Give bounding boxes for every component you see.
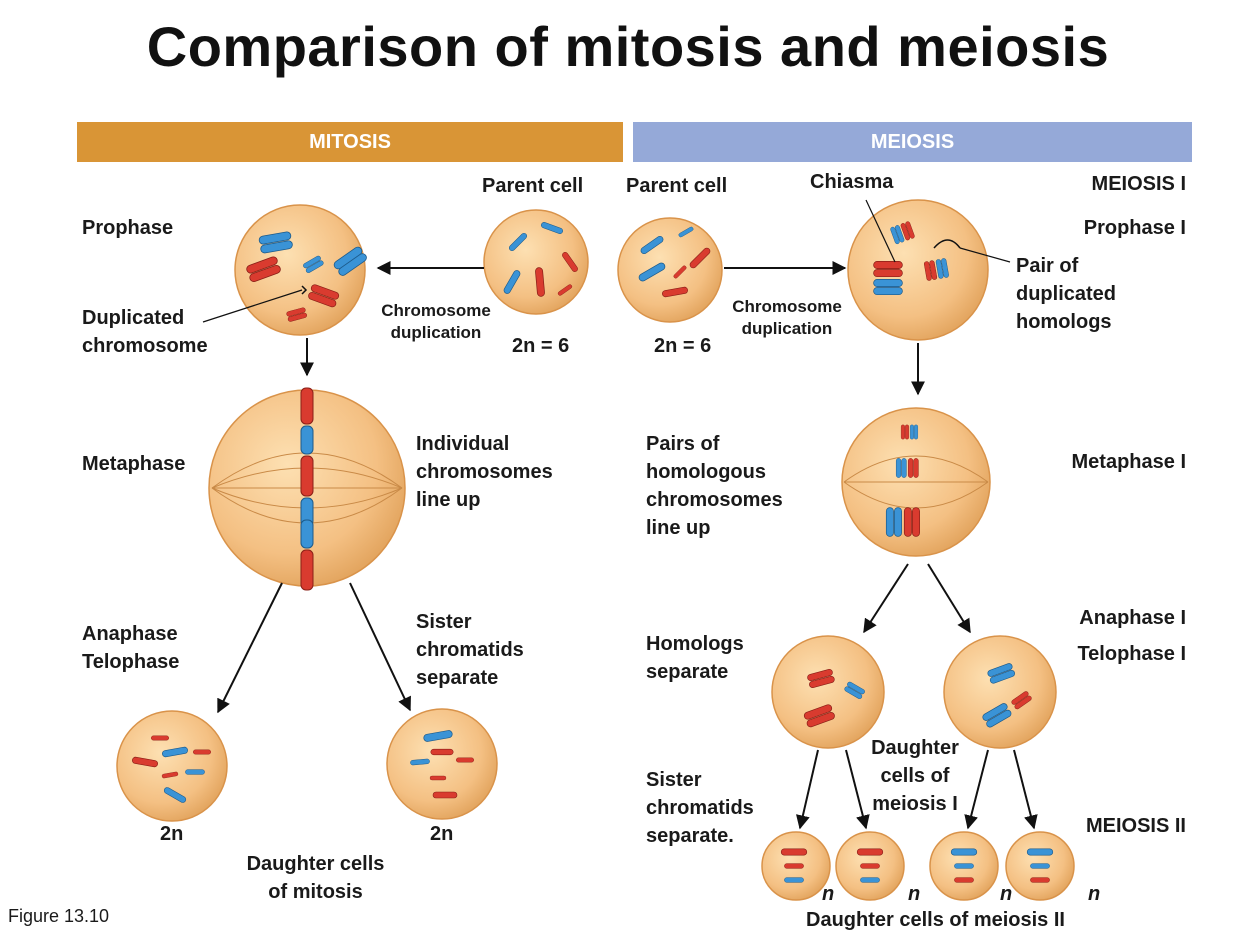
meiosis-one-daughter-left <box>771 635 885 749</box>
sister-chromatids-label: Sister chromatids separate <box>416 611 524 689</box>
page-title: Comparison of mitosis and meiosis <box>146 15 1110 78</box>
anaphase-one-label: Anaphase I <box>1079 607 1186 629</box>
mitosis-right-arrow <box>349 582 411 712</box>
anaphase-telophase-label: Anaphase Telophase <box>82 623 180 673</box>
homologs-separate-label: Homologs separate <box>646 633 744 683</box>
pairs-line-up-label: Pairs of homologous chromosomes line up <box>646 433 783 539</box>
daughter-meiosis-one-label: Daughter cells of meiosis I <box>871 737 959 815</box>
prophase-one-label: Prophase I <box>1083 217 1186 239</box>
meiosis-two-daughter-2 <box>835 831 905 901</box>
haploid-label-2: n <box>908 883 921 905</box>
individual-line-up-label: Individual chromosomes line up <box>416 433 553 511</box>
duplicated-pointer <box>202 289 303 323</box>
mitosis-banner: MITOSIS <box>77 122 623 162</box>
meiosis-two-arrow-2 <box>845 749 870 830</box>
mitosis-ploidy-label: 2n = 6 <box>512 335 570 357</box>
mitosis-daughter-cell-left <box>116 710 228 822</box>
mitosis-parent-cell <box>483 209 589 315</box>
meiosis-two-arrow-3 <box>964 749 989 830</box>
meiosis-banner: MEIOSIS <box>633 122 1192 162</box>
pair-homologs-label: Pair of duplicated homologs <box>1016 255 1117 333</box>
mitosis-metaphase-cell <box>208 387 406 591</box>
meiosis-two-heading: MEIOSIS II <box>1085 815 1186 837</box>
homolog-bracket <box>933 239 961 249</box>
mitosis-prophase-cell <box>234 204 369 336</box>
metaphase-label: Metaphase <box>82 453 186 475</box>
meiosis-chromosome-duplication-label: Chromosome duplication <box>732 297 842 338</box>
meiosis-parent-cell-label: Parent cell <box>626 175 728 197</box>
figure-label: Figure 13.10 <box>8 906 110 926</box>
mitosis-daughter-cell-right <box>386 708 498 820</box>
meiosis-prophase-cell <box>847 199 989 341</box>
chiasma-label: Chiasma <box>810 171 894 193</box>
mitosis-chromosome-duplication-label: Chromosome duplication <box>381 301 491 342</box>
daughter-ploidy-left: 2n <box>160 823 184 845</box>
meiosis-two-arrow-1 <box>796 749 819 830</box>
meiosis-one-heading: MEIOSIS I <box>1091 173 1186 195</box>
haploid-label-4: n <box>1088 883 1101 905</box>
chiasma-pointer <box>865 199 896 263</box>
meiosis-sister-chromatids-label: Sister chromatids separate. <box>646 769 754 847</box>
meiosis-two-arrow-4 <box>1013 749 1038 830</box>
meiosis-right-arrow <box>927 563 971 634</box>
meiosis-one-daughter-right <box>943 635 1057 749</box>
haploid-label-3: n <box>1000 883 1013 905</box>
meiosis-metaphase-cell <box>841 407 991 557</box>
meiosis-two-daughter-3 <box>929 831 999 901</box>
prophase-label: Prophase <box>82 217 174 239</box>
daughter-meiosis-two-label: Daughter cells of meiosis II <box>806 909 1065 931</box>
metaphase-one-label: Metaphase I <box>1071 451 1186 473</box>
mitosis-parent-cell-label: Parent cell <box>482 175 584 197</box>
homolog-pointer <box>959 247 1011 263</box>
meiosis-two-daughter-4 <box>1005 831 1075 901</box>
daughter-ploidy-right: 2n <box>430 823 454 845</box>
meiosis-two-daughter-1 <box>761 831 831 901</box>
daughter-cells-mitosis-label: Daughter cells of mitosis <box>246 853 385 903</box>
mitosis-left-arrow <box>217 582 283 714</box>
meiosis-ploidy-label: 2n = 6 <box>654 335 712 357</box>
duplicated-chromosome-label: Duplicated chromosome <box>82 307 208 357</box>
meiosis-parent-cell <box>617 217 723 323</box>
haploid-label-1: n <box>822 883 835 905</box>
duplicated-bracket <box>301 285 308 295</box>
meiosis-left-arrow <box>863 563 909 634</box>
telophase-one-label: Telophase I <box>1077 643 1186 665</box>
